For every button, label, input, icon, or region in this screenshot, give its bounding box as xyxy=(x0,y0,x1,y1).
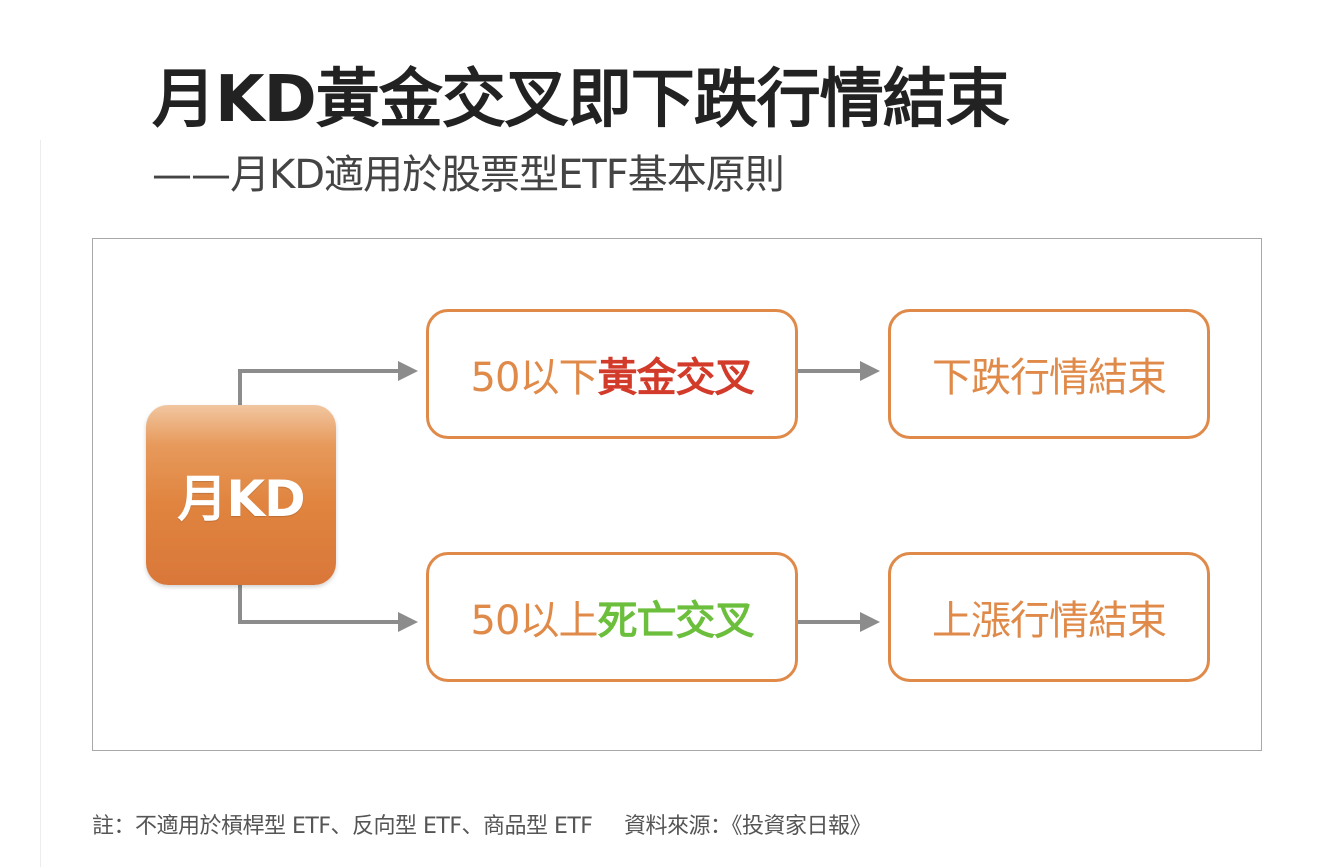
death-cross-condition-text: 50以上死亡交叉 xyxy=(470,588,755,646)
uptrend-end-label: 上漲行情結束 xyxy=(932,598,1167,644)
footer-note: 註：不適用於槓桿型 ETF、反向型 ETF、商品型 ETF xyxy=(92,814,593,839)
golden-cross-condition-node: 50以下黃金交叉 xyxy=(426,309,798,439)
arrow-root-to-golden-cross xyxy=(238,361,418,405)
arrow-root-to-death-cross xyxy=(238,585,418,632)
death-cross-label: 死亡交叉 xyxy=(597,598,754,644)
monthly-kd-root-node: 月KD xyxy=(146,405,336,585)
golden-cross-condition-text: 50以下黃金交叉 xyxy=(470,345,755,403)
golden-cross-label: 黃金交叉 xyxy=(597,355,754,401)
uptrend-end-node: 上漲行情結束 xyxy=(888,552,1210,682)
page-left-rule xyxy=(40,140,41,867)
page-title: 月KD黃金交叉即下跌行情結束 xyxy=(152,63,1010,137)
page-subtitle: ——月KD適用於股票型ETF基本原則 xyxy=(152,152,785,198)
downtrend-end-node: 下跌行情結束 xyxy=(888,309,1210,439)
diagram-frame xyxy=(92,238,1262,751)
death-cross-condition-node: 50以上死亡交叉 xyxy=(426,552,798,682)
death-cross-threshold: 50以上 xyxy=(470,598,599,644)
golden-cross-threshold: 50以下 xyxy=(470,355,599,401)
monthly-kd-label: 月KD xyxy=(177,470,305,528)
downtrend-end-label: 下跌行情結束 xyxy=(932,355,1167,401)
footer-source: 資料來源：《投資家日報》 xyxy=(624,814,872,839)
